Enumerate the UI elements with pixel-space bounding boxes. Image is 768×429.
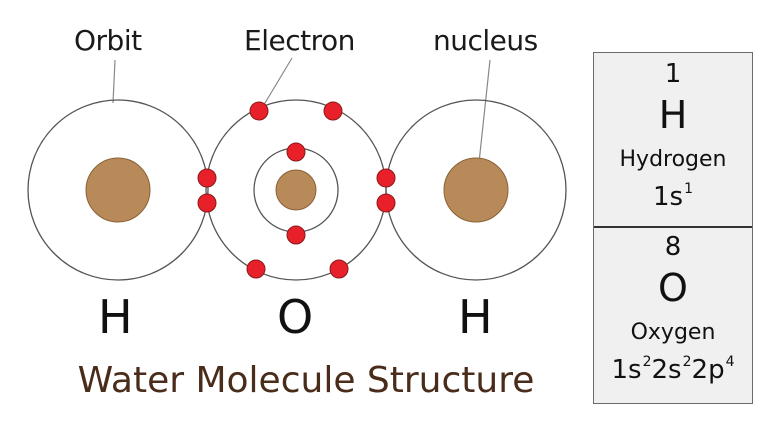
atom-symbol-right-hydrogen: H [458, 290, 493, 344]
config-orbital: 1s [652, 182, 684, 212]
atomic-number: 1 [664, 59, 682, 89]
atom-symbol-oxygen: O [277, 290, 314, 344]
config-orbital: 1s [611, 355, 642, 385]
right-hydrogen-orbit [385, 99, 567, 281]
electron [286, 225, 306, 245]
electron [323, 101, 343, 121]
shared-electron [376, 168, 396, 188]
config-orbital: 2p [691, 355, 725, 385]
oxygen-nucleus [275, 169, 317, 211]
electron-configuration: 1s22s22p4 [594, 354, 752, 385]
orbit-pointer-line [112, 59, 116, 104]
nucleus-label: nucleus [433, 24, 538, 57]
element-symbol: H [658, 93, 688, 137]
nucleus-pointer-line [477, 59, 491, 173]
electron-label: Electron [244, 24, 355, 57]
config-electron-count: 2 [642, 354, 652, 370]
diagram-title: Water Molecule Structure [77, 360, 535, 401]
config-electron-count: 4 [725, 354, 735, 370]
shared-electron [197, 193, 217, 213]
right-hydrogen-nucleus [443, 157, 509, 223]
water-molecule-diagram [27, 57, 567, 281]
electron [329, 259, 349, 279]
element-name: Oxygen [630, 320, 716, 345]
config-electron-count: 1 [684, 181, 693, 197]
element-symbol: O [658, 266, 688, 310]
shared-electron [376, 193, 396, 213]
hydrogen-element-cell: 1 H Hydrogen 1s1 [594, 53, 752, 228]
atom-symbol-left-hydrogen: H [98, 290, 133, 344]
orbit-label: Orbit [74, 24, 142, 57]
left-hydrogen-orbit [27, 99, 209, 281]
atomic-number: 8 [664, 232, 682, 262]
electron [246, 259, 266, 279]
shared-electron [197, 168, 217, 188]
config-electron-count: 2 [682, 354, 692, 370]
oxygen-element-cell: 8 O Oxygen 1s22s22p4 [594, 228, 752, 403]
left-hydrogen-nucleus [85, 157, 151, 223]
element-info-card: 1 H Hydrogen 1s1 8 O Oxygen 1s22s22p4 [593, 52, 753, 404]
electron-configuration: 1s1 [594, 181, 752, 212]
electron-pointer-line [261, 57, 293, 109]
electron [249, 101, 269, 121]
electron [286, 142, 306, 162]
config-orbital: 2s [651, 355, 682, 385]
element-name: Hydrogen [619, 147, 727, 172]
